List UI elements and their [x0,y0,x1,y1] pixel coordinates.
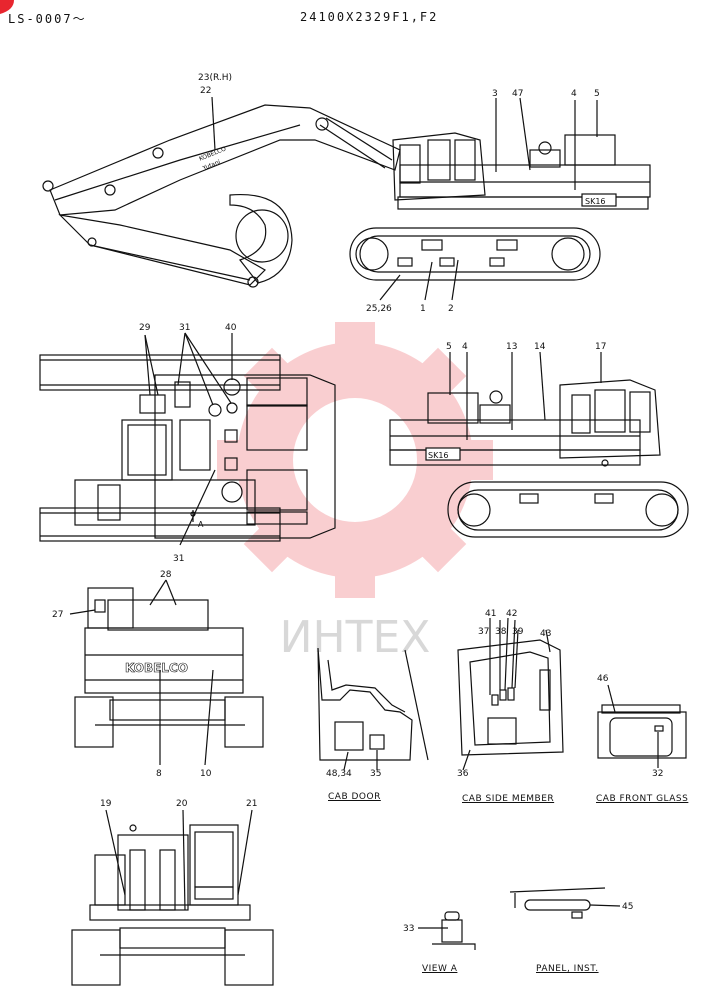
caption-view-a: VIEW A [422,964,458,974]
callout-label: 14 [534,342,546,352]
side-view-leaders [211,96,598,301]
callout-label: 27 [52,610,63,620]
callout-label: 31 [179,323,190,333]
callout-label: 45 [622,902,633,912]
caption-cab-door: CAB DOOR [328,792,381,802]
side-view-excavator: KOBELCO Yutani SK16 [42,104,651,288]
right-view-leaders [449,351,602,440]
callout-label: 25,26 [366,304,392,314]
callout-label: 39 [512,627,524,637]
front-view-excavator [71,809,274,986]
callout-label: 10 [200,769,212,779]
callout-label: 41 [485,609,496,619]
right-view-excavator: SK16 [389,379,689,538]
callout-label: 5 [446,342,452,352]
caption-cab-side-member: CAB SIDE MEMBER [462,794,555,804]
callout-label: 22 [200,86,211,96]
serial-range: LS-0007～ [8,12,87,26]
callout-label: 19 [100,799,112,809]
watermark-text: ИНТЕХ [280,612,431,663]
callout-label: 21 [246,799,257,809]
caption-cab-front-glass: CAB FRONT GLASS [596,794,689,804]
side-model-decal: SK16 [585,197,606,206]
callout-label: 5 [594,89,600,99]
cab-door-drawing [317,647,429,771]
caption-panel-inst: PANEL, INST. [536,964,599,974]
top-view-leaders [144,332,233,546]
callouts: 23(R.H) 22 3 47 4 5 25,26 1 2 29 31 40 3… [52,73,663,934]
callout-label: 35 [370,769,381,779]
callout-label: 23(R.H) [198,73,232,83]
watermark-gear-icon [217,322,493,598]
cab-side-drawing [457,617,564,771]
right-model-decal: SK16 [428,451,449,460]
callout-label: 13 [506,342,517,352]
callout-label: 17 [595,342,606,352]
callout-label: 33 [403,924,414,934]
corner-mark [0,0,14,14]
callout-label: 37 [478,627,489,637]
callout-label: 36 [457,769,469,779]
callout-label: 4 [462,342,468,352]
rear-brand-decal: KOBELCO [125,661,188,675]
cab-front-drawing [597,684,687,768]
callout-label: 2 [448,304,454,314]
rear-view-leaders [69,579,214,766]
view-arrow-label: A [198,520,204,529]
callout-label: 47 [512,89,523,99]
part-number: 24100X2329F1,F2 [300,10,439,24]
callout-label: 46 [597,674,609,684]
callout-label: 38 [495,627,507,637]
callout-label: 8 [156,769,162,779]
callout-label: 43 [540,629,551,639]
callout-label: 48,34 [326,769,352,779]
callout-label: 42 [506,609,517,619]
rear-view-excavator: KOBELCO [74,587,264,748]
callout-label: 1 [420,304,426,314]
panel-inst-drawing [509,887,621,919]
callout-label: 20 [176,799,188,809]
view-a-drawing [418,911,476,950]
callout-label: 3 [492,89,498,99]
callout-label: 32 [652,769,663,779]
callout-label: 28 [160,570,172,580]
callout-label: 29 [139,323,151,333]
callout-label: 4 [571,89,577,99]
callout-label: 31 [173,554,184,564]
callout-label: 40 [225,323,237,333]
